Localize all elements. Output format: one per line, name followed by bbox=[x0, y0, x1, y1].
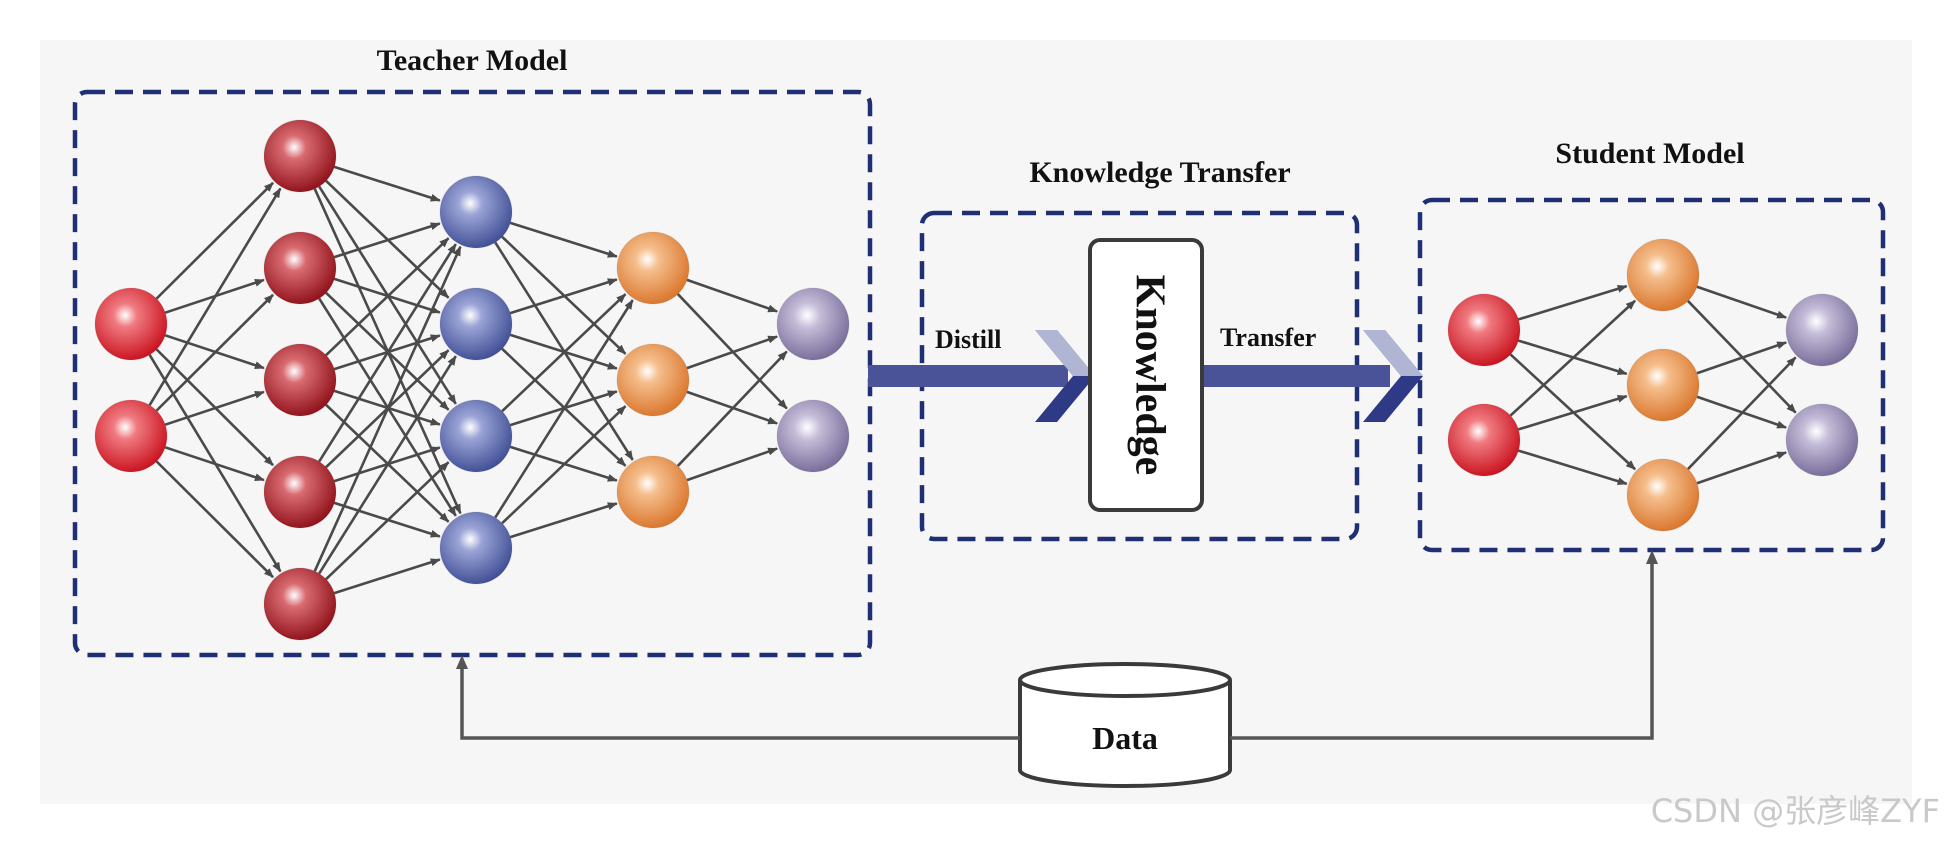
teacher-connection bbox=[164, 446, 265, 482]
teacher-connection bbox=[686, 335, 779, 370]
knowledge-label: Knowledge bbox=[1126, 275, 1172, 476]
teacher-connection bbox=[313, 245, 462, 572]
teacher-connection bbox=[509, 221, 618, 258]
csdn-watermark: CSDN @张彦峰ZYF bbox=[1651, 792, 1940, 830]
teacher-neuron-layer2-5 bbox=[263, 567, 337, 641]
teacher-connection bbox=[676, 350, 788, 467]
teacher-connection bbox=[148, 187, 282, 406]
student-connection bbox=[1518, 449, 1628, 486]
student-neuron-layer2-3 bbox=[1626, 458, 1700, 532]
student-neuron-layer2-1 bbox=[1626, 238, 1700, 312]
data-label: Data bbox=[1092, 720, 1158, 756]
teacher-neuron-layer4-1 bbox=[616, 231, 690, 305]
teacher-connection bbox=[333, 165, 441, 202]
student-connection bbox=[1687, 356, 1797, 470]
student-neuron-layer3-1 bbox=[1785, 293, 1859, 367]
teacher-neuron-layer3-3 bbox=[439, 399, 513, 473]
student-neuron-layer1-1 bbox=[1447, 293, 1521, 367]
teacher-neuron-layer2-4 bbox=[263, 455, 337, 529]
teacher-connection bbox=[501, 293, 627, 413]
knowledge-box bbox=[1088, 238, 1204, 512]
teacher-connection bbox=[155, 181, 274, 300]
teacher-connection bbox=[509, 502, 618, 539]
teacher-neuron-layer1-1 bbox=[94, 287, 168, 361]
teacher-model-title: Teacher Model bbox=[377, 44, 568, 77]
student-connection bbox=[1696, 341, 1788, 375]
distill-label: Distill bbox=[935, 325, 1001, 354]
student-neuron-layer2-2 bbox=[1626, 348, 1700, 422]
teacher-neuron-layer4-2 bbox=[616, 343, 690, 417]
data-to-student-arrow bbox=[1230, 550, 1658, 740]
knowledge-transfer-title: Knowledge Transfer bbox=[1029, 156, 1290, 189]
teacher-connection bbox=[325, 461, 450, 581]
student-neuron-layer1-2 bbox=[1447, 403, 1521, 477]
teacher-neuron-layer3-2 bbox=[439, 287, 513, 361]
student-neuron-layer3-2 bbox=[1785, 403, 1859, 477]
teacher-neuron-layer1-2 bbox=[94, 399, 168, 473]
teacher-connection bbox=[333, 558, 441, 595]
teacher-connection bbox=[509, 278, 618, 315]
student-connection bbox=[1509, 299, 1636, 417]
teacher-connection bbox=[494, 299, 634, 519]
transfer-label: Transfer bbox=[1220, 323, 1316, 352]
teacher-connection bbox=[155, 460, 274, 579]
distill-arrow bbox=[868, 330, 1095, 422]
student-connection bbox=[1518, 394, 1628, 431]
figure-background bbox=[40, 40, 1912, 804]
teacher-connection bbox=[155, 293, 274, 412]
student-model-title: Student Model bbox=[1555, 137, 1744, 170]
student-connection bbox=[1696, 451, 1788, 485]
teacher-neuron-layer2-2 bbox=[263, 231, 337, 305]
teacher-connection bbox=[164, 390, 265, 426]
teacher-connection bbox=[333, 222, 441, 259]
teacher-connections bbox=[148, 165, 788, 595]
teacher-connection bbox=[686, 447, 779, 482]
teacher-connection bbox=[318, 355, 457, 575]
teacher-neuron-layer4-3 bbox=[616, 455, 690, 529]
data-to-teacher-arrow bbox=[456, 655, 1020, 740]
transfer-arrow bbox=[1200, 330, 1423, 422]
teacher-connection bbox=[318, 243, 457, 463]
teacher-connection bbox=[686, 278, 779, 313]
teacher-connection bbox=[325, 237, 450, 357]
teacher-neuron-layer2-3 bbox=[263, 343, 337, 417]
teacher-neurons bbox=[94, 119, 850, 641]
teacher-connection bbox=[501, 405, 627, 525]
teacher-neuron-layer3-1 bbox=[439, 175, 513, 249]
teacher-neuron-layer5-1 bbox=[776, 287, 850, 361]
teacher-neuron-layer3-4 bbox=[439, 511, 513, 585]
teacher-neuron-layer5-2 bbox=[776, 399, 850, 473]
student-neurons bbox=[1447, 238, 1859, 532]
data-cylinder bbox=[1018, 662, 1232, 788]
teacher-neuron-layer2-1 bbox=[263, 119, 337, 193]
student-connections bbox=[1509, 284, 1797, 486]
student-connection bbox=[1696, 285, 1788, 319]
student-connection bbox=[1518, 284, 1628, 321]
